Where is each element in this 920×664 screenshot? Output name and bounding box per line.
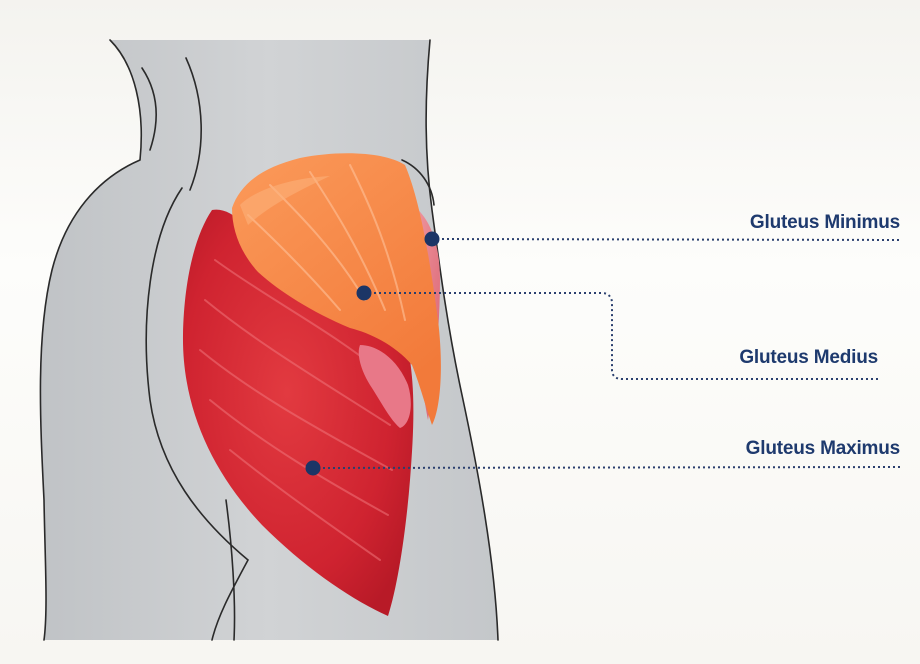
label-gluteus-maximus: Gluteus Maximus [746, 438, 900, 460]
marker-maximus [306, 461, 321, 476]
marker-minimus [425, 232, 440, 247]
leader-line-minimus [432, 239, 902, 240]
label-gluteus-minimus: Gluteus Minimus [750, 212, 900, 234]
label-gluteus-medius: Gluteus Medius [739, 347, 878, 369]
marker-medius [357, 286, 372, 301]
